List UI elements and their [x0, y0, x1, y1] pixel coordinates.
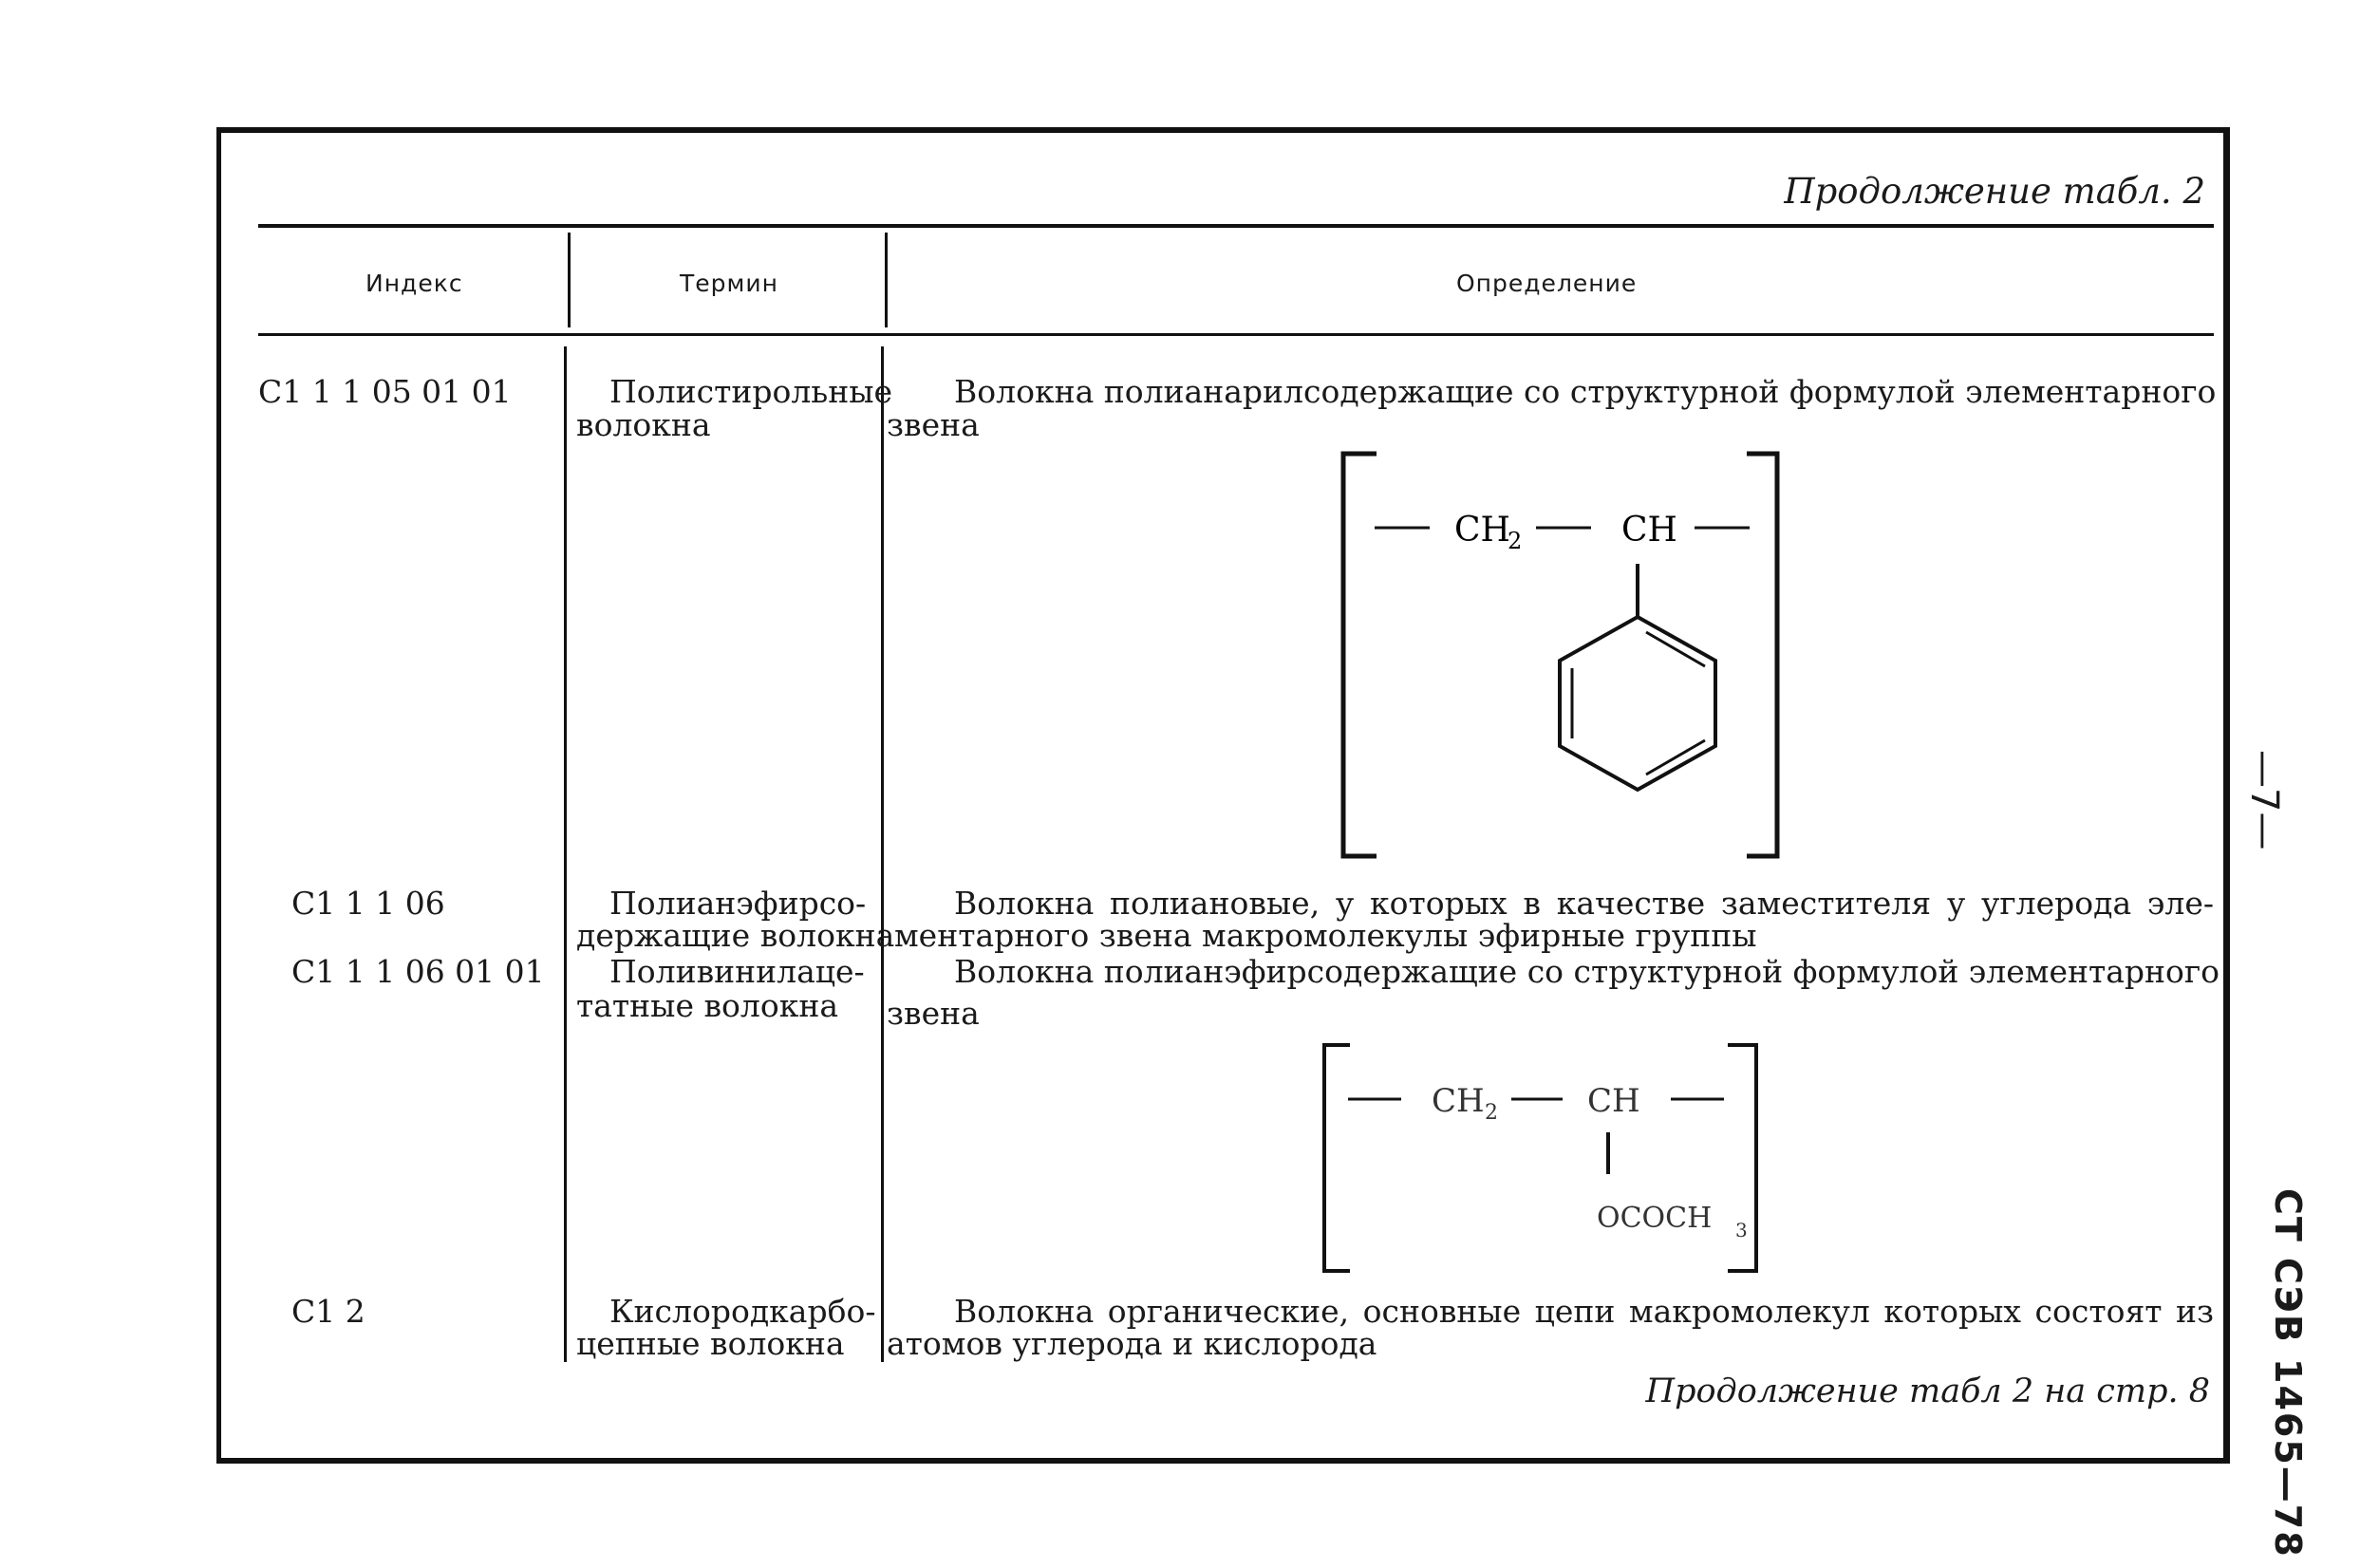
formula2-substituent-sub: 3 — [1735, 1219, 1748, 1241]
row-term-line: держащие волокна — [576, 917, 895, 954]
row-index: С1 1 1 06 — [291, 885, 445, 922]
row-term-line: Поливинилаце- — [609, 953, 865, 990]
row-definition-line: звена — [887, 406, 980, 443]
row-term-line: Кислородкарбо- — [609, 1293, 876, 1330]
divider-body-1 — [564, 346, 567, 1362]
polystyrene-formula: CH 2 CH — [1340, 451, 1780, 859]
formula2-left-sub: 2 — [1485, 1101, 1498, 1125]
divider-header-1 — [568, 233, 571, 327]
row-term-line: татные волокна — [576, 987, 839, 1024]
row-definition-line: Волокна полианэфирсодержащие со структур… — [954, 953, 2220, 990]
polyvinyl-acetate-formula: CH 2 CH OCOCH 3 — [1322, 1043, 1758, 1273]
row-definition-line: звена — [887, 995, 980, 1032]
formula2-right-group: CH — [1587, 1082, 1640, 1120]
row-definition-line: атомов углерода и кислорода — [887, 1325, 1377, 1362]
row-term-line: волокна — [576, 406, 711, 443]
row-definition-line: Волокна органические, основные цепи макр… — [954, 1293, 2214, 1330]
header-bottom-rule — [258, 333, 2214, 336]
formula1-right-group: CH — [1621, 511, 1677, 550]
row-index: С1 1 1 06 01 01 — [291, 953, 545, 990]
header-definition: Определение — [1456, 270, 1638, 297]
formula1-left-sub: 2 — [1508, 528, 1522, 554]
continuation-bottom: Продолжение табл 2 на стр. 8 — [1645, 1372, 2210, 1410]
header-term: Термин — [680, 270, 778, 297]
divider-header-2 — [885, 233, 888, 327]
row-definition-line: ментарного звена макромолекулы эфирные г… — [894, 917, 1757, 954]
formula2-substituent: OCOCH — [1597, 1202, 1712, 1235]
formula2-left-group: CH — [1432, 1082, 1485, 1120]
row-definition-line: Волокна полиановые, у которых в качестве… — [954, 885, 2214, 922]
row-index: С1 2 — [291, 1293, 365, 1330]
row-term-line: цепные волокна — [576, 1325, 845, 1362]
row-term-line: Полианэфирсо- — [609, 885, 867, 922]
page-frame — [216, 127, 2230, 1464]
continuation-top: Продолжение табл. 2 — [1784, 171, 2205, 212]
header-top-rule — [258, 224, 2214, 228]
row-definition-line: Волокна полианарилсодержащие со структур… — [954, 373, 2217, 410]
row-term-line: Полистирольные — [609, 373, 893, 410]
row-index: С1 1 1 05 01 01 — [258, 373, 512, 410]
formula1-left-group: CH — [1454, 511, 1510, 550]
divider-body-2 — [881, 346, 884, 1362]
header-index: Индекс — [365, 270, 463, 297]
standard-designation: СТ СЭВ 1465—78 — [2267, 1188, 2309, 1559]
page-number: —7— — [2242, 750, 2286, 850]
